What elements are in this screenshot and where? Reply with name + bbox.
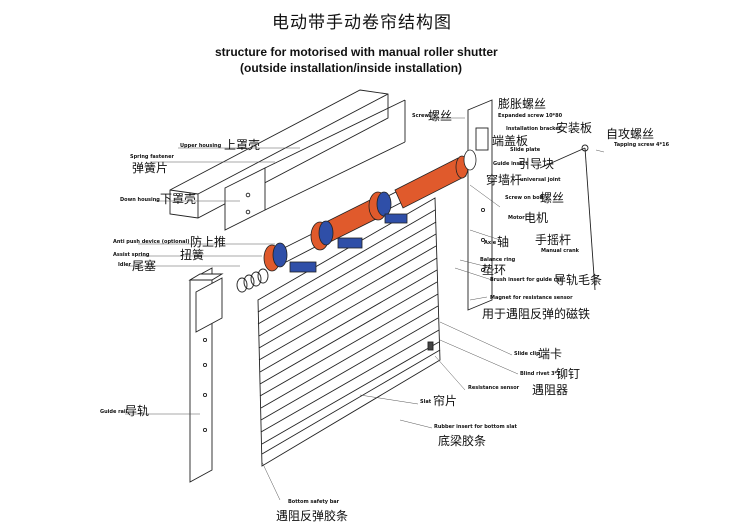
label-axle-en: Axle [484,240,497,246]
label-universal-joint-en: universal joint [520,177,561,183]
label-screw-zh: 螺丝 [428,109,453,123]
title-en-line1: structure for motorised with manual roll… [215,45,498,59]
label-bottom-bar-zh: 遇阻反弹胶条 [276,509,349,523]
end-plate-shape [467,99,493,311]
upper-housing-shape [169,89,389,219]
down-housing-shape [224,99,406,231]
label-resistance-en: Resistance sensor [468,385,520,391]
label-spring-fastener-en: Spring fastener [130,154,174,160]
label-guide-rail-zh: 导轨 [125,404,150,418]
label-slide-plate-zh: 端盖板 [492,134,529,148]
label-tapping-screw-en: Tapping screw 4*16 [614,142,670,148]
rings-shape [263,149,477,273]
assist-spring-shape [236,268,269,293]
label-screw-en: Screw [412,113,430,119]
label-motor-en: Motor [508,215,525,221]
label-manual-crank-zh: 手摇杆 [535,233,572,247]
label-guide-rail-en: Guide rail [100,409,128,415]
label-magnet-zh: 用于遇阻反弹的磁铁 [482,307,591,321]
slat-curtain-shape [257,197,441,467]
label-brush-insert-en: Brush insert for guide rail [490,277,563,283]
label-expanded-screw-en: Expanded screw 10*80 [498,113,563,119]
manual-crank-shape [539,144,596,291]
label-screw-on-bolt-en: Screw on bolt [505,195,544,201]
label-upper-housing-zh: 上罩壳 [224,138,261,152]
label-expanded-screw-zh: 膨胀螺丝 [498,97,547,111]
leader-lines [125,117,605,501]
label-magnet-en: Magnet for resistance sensor [490,295,573,301]
label-rubber-insert-zh: 底梁胶条 [438,434,487,448]
label-down-housing-zh: 下罩壳 [160,192,197,206]
label-bottom-bar-en: Bottom safety bar [288,499,340,505]
label-guide-insert-en: Guide insert [493,161,528,167]
label-guide-insert-zh: 引导块 [518,157,555,171]
label-blind-rivet-zh: 铆钉 [556,367,581,381]
label-down-housing-en: Down housing [120,197,160,203]
label-balance-ring-en: Balance ring [480,257,516,263]
label-universal-joint-zh: 穿墙杆 [486,173,523,187]
label-idler-en: Idler [118,262,132,268]
label-slat-zh: 帘片 [433,394,458,408]
label-anti-push-zh: 防上推 [190,235,227,249]
label-assist-spring-en: Assist spring [113,252,150,258]
label-manual-crank-en: Manual crank [541,248,579,254]
label-slide-clip-zh: 端卡 [538,347,563,361]
label-slide-plate-en: Slide plate [510,147,541,153]
label-axle-zh: 轴 [497,235,510,249]
label-slide-clip-en: Slide clip [514,351,540,357]
label-blind-rivet-en: Blind rivet 3*7 [520,371,561,377]
label-upper-housing-en: Upper housing [180,143,222,149]
label-slat-en: Slat [420,399,432,405]
label-tapping-screw-zh: 自攻螺丝 [606,127,655,141]
label-spring-fastener-zh: 弹簧片 [132,161,169,175]
label-rubber-insert-en: Rubber insert for bottom slat [434,424,517,430]
label-resistance-zh: 遇阻器 [532,383,569,397]
label-brush-insert-zh: 导轨毛条 [554,273,603,287]
title-en-line2: (outside installation/inside installatio… [240,61,463,75]
label-balance-ring-zh: 垫环 [482,263,507,277]
title-zh: 电动带手动卷帘结构图 [272,13,452,33]
label-install-bracket-zh: 安装板 [556,121,593,135]
label-anti-push-en: Anti push device (optional) [113,239,190,245]
label-idler-zh: 尾塞 [132,259,157,273]
label-screw-on-bolt-zh: 螺丝 [540,191,565,205]
label-assist-spring-zh: 扭簧 [180,248,205,262]
label-motor-zh: 电机 [524,211,549,225]
guide-rail-shape [188,267,224,483]
label-install-bracket-en: Installation bracket [506,126,562,132]
